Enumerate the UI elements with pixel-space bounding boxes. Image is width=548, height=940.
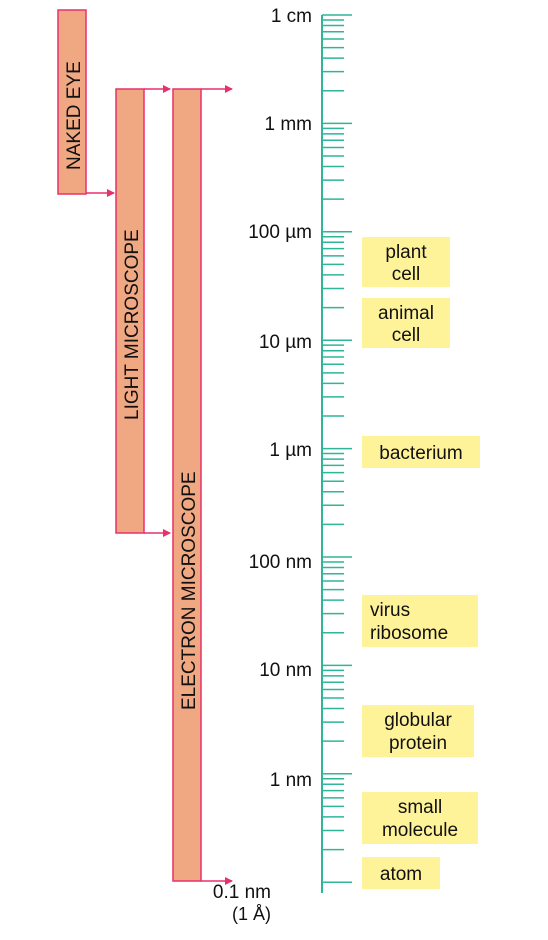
organism-protein-line2: protein xyxy=(389,733,447,754)
scale-label-10nm: 10 nm xyxy=(259,660,312,681)
organism-bacterium-box xyxy=(362,436,480,468)
organism-small-molecule-box xyxy=(362,792,478,844)
organism-bacterium-line1: bacterium xyxy=(379,443,462,464)
organism-plant-cell-box xyxy=(362,237,450,287)
organism-animal-cell: animal cell xyxy=(362,298,450,348)
organism-virus-line2: ribosome xyxy=(370,623,448,644)
organism-molecule-line2: molecule xyxy=(382,820,458,841)
organism-atom-box xyxy=(362,857,440,889)
electron-microscope-label: ELECTRON MICROSCOPE xyxy=(179,471,200,710)
scale-label-0-1nm: 0.1 nm xyxy=(213,882,271,903)
scale-label-angstrom: (1 Å) xyxy=(232,904,271,924)
organism-animal-cell-line2: cell xyxy=(392,325,421,346)
light-microscope-label: LIGHT MICROSCOPE xyxy=(122,229,143,420)
naked-eye-label: NAKED EYE xyxy=(64,61,85,170)
organism-atom-line1: atom xyxy=(380,864,422,885)
organism-bacterium: bacterium xyxy=(362,436,480,468)
organism-small-molecule: small molecule xyxy=(362,792,478,844)
electron-microscope-bar-body xyxy=(172,88,202,882)
scale-label-100um: 100 µm xyxy=(248,222,312,243)
organism-plant-cell-line1: plant xyxy=(385,242,427,263)
scale-label-1cm: 1 cm xyxy=(271,6,312,27)
organism-molecule-line1: small xyxy=(398,797,442,818)
scale-label-10um: 10 µm xyxy=(259,332,312,353)
light-microscope-bar: LIGHT MICROSCOPE xyxy=(115,88,145,534)
organism-virus-ribosome-box xyxy=(362,595,478,647)
organism-animal-cell-line1: animal xyxy=(378,303,434,324)
organism-virus-line1: virus xyxy=(370,600,410,621)
naked-eye-bar: NAKED EYE xyxy=(57,9,87,195)
organism-globular-protein: globular protein xyxy=(362,705,474,757)
organism-virus-ribosome: virus ribosome xyxy=(362,595,478,647)
scale-label-1nm: 1 nm xyxy=(270,770,312,791)
organism-plant-cell: plant cell xyxy=(362,237,450,287)
organism-plant-cell-line2: cell xyxy=(392,264,421,285)
scale-label-1um: 1 µm xyxy=(269,440,312,461)
log-scale-ruler xyxy=(321,14,352,893)
electron-microscope-bar: ELECTRON MICROSCOPE xyxy=(172,88,202,882)
organism-protein-line1: globular xyxy=(384,710,452,731)
organism-animal-cell-box xyxy=(362,298,450,348)
scale-label-100nm: 100 nm xyxy=(249,552,312,573)
organism-atom: atom xyxy=(362,857,440,889)
organism-globular-protein-box xyxy=(362,705,474,757)
light-microscope-bar-body xyxy=(115,88,145,534)
scale-label-1mm: 1 mm xyxy=(265,114,313,135)
naked-eye-bar-body xyxy=(57,9,87,195)
